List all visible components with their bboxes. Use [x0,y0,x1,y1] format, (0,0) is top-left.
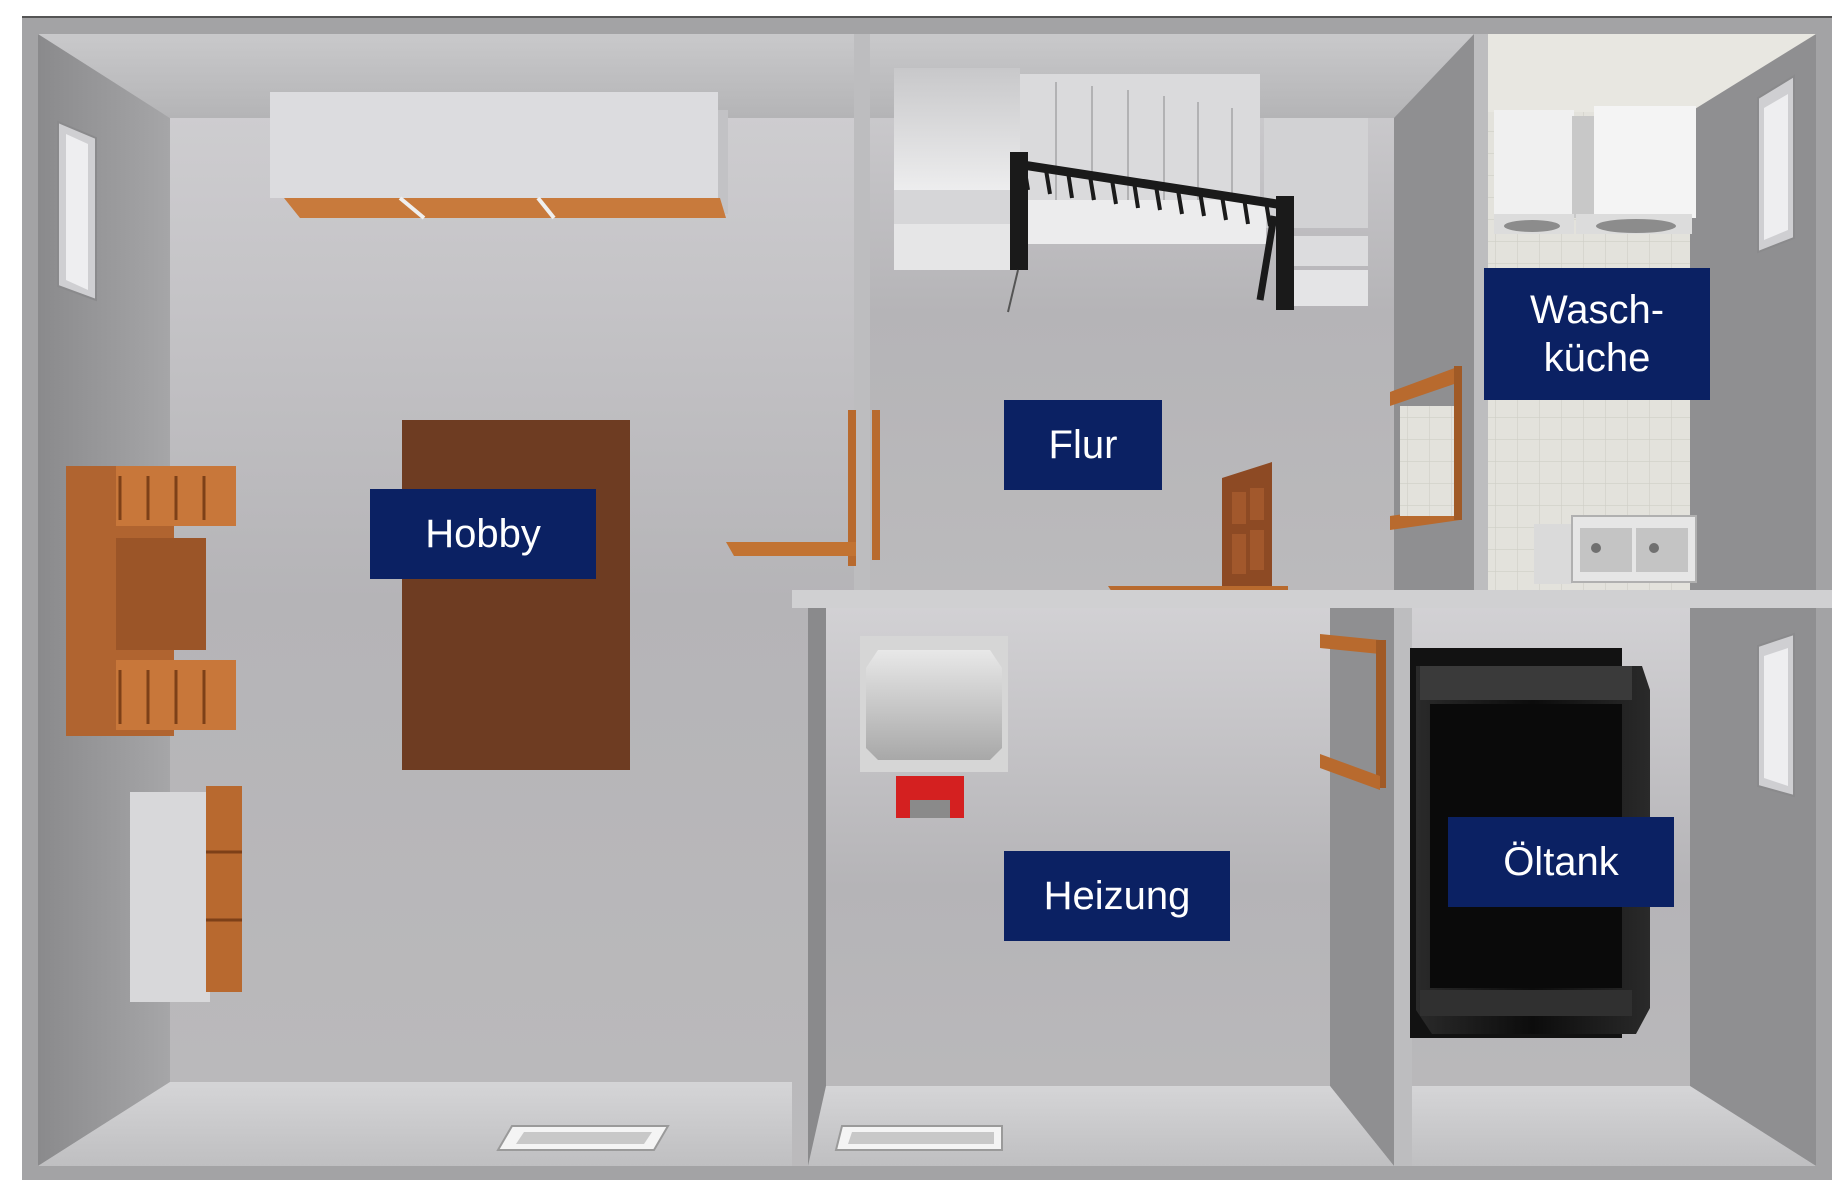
doorway-hobby-flur [726,410,880,566]
washing-machines [1494,106,1696,234]
window-oeltank [1757,632,1795,798]
label-flur: Flur [1004,400,1162,490]
window-waschkueche [1757,74,1795,254]
doorway-heizung-tank [1320,634,1386,790]
wall-cabinet [270,92,728,220]
label-waschkueche: Wasch- küche [1484,268,1710,400]
sinks [1534,515,1697,584]
table-hobby [402,420,630,770]
floor-hatch-hobby [496,1125,670,1151]
doorway-flur-wasch [1390,366,1462,530]
room-hobby [38,34,854,1166]
label-heizung: Heizung [1004,851,1230,941]
staircase [894,68,1368,313]
room-waschkueche [1390,34,1816,590]
boiler [860,636,1008,818]
label-hobby: Hobby [370,489,596,579]
cabinet-lower-left [130,786,242,1002]
label-oeltank: Öltank [1448,817,1674,907]
floor-hatch-heizung [834,1125,1003,1151]
shelf-left [66,466,236,736]
window-hobby [57,120,97,302]
